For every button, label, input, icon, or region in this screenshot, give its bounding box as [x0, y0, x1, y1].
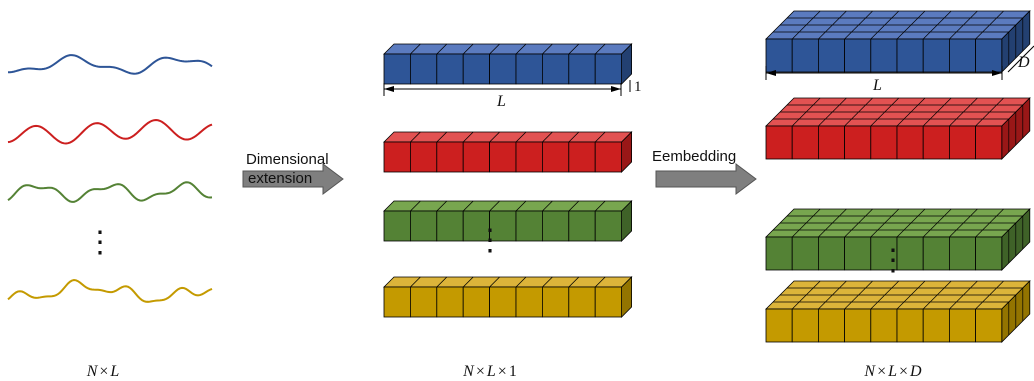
right-ellipsis: ⋮ [878, 244, 908, 277]
middle-shape-caption: N×L×1 [462, 363, 517, 380]
right-length-label: L [872, 77, 882, 94]
middle-ellipsis: ⋮ [475, 224, 505, 257]
wave-green [7, 181, 213, 203]
dimensional-extension-label-line2: extension [248, 170, 312, 187]
right-shape-caption: N×L×D [863, 363, 922, 380]
embedding-label: Eembedding [652, 148, 736, 165]
bar-red [383, 131, 633, 173]
middle-depth-label: 1 [634, 79, 642, 95]
dimensional-extension-arrow [242, 163, 344, 195]
expanded-bars [383, 43, 633, 318]
bar-green [383, 200, 633, 242]
right-depth-bracket [1007, 45, 1034, 73]
middle-length-dimension [383, 83, 622, 96]
box-gold [765, 280, 1031, 343]
wave-gold [7, 279, 213, 303]
dimensional-extension-label-line1: Dimensional [246, 151, 329, 168]
embedding-arrow [655, 163, 757, 195]
box-green [765, 208, 1031, 271]
bar-gold [383, 276, 633, 318]
embedded-tensors [765, 10, 1031, 343]
left-ellipsis: ⋮ [85, 226, 115, 259]
box-blue [765, 10, 1031, 73]
wave-red [7, 119, 213, 145]
wave-blue [7, 54, 213, 75]
bar-blue [383, 43, 633, 85]
middle-length-label: L [496, 93, 506, 110]
box-red [765, 97, 1031, 160]
signal-waves [7, 54, 213, 303]
left-shape-caption: N×L [86, 363, 120, 380]
right-length-dimension [765, 66, 1003, 80]
right-depth-label: D [1017, 54, 1030, 71]
